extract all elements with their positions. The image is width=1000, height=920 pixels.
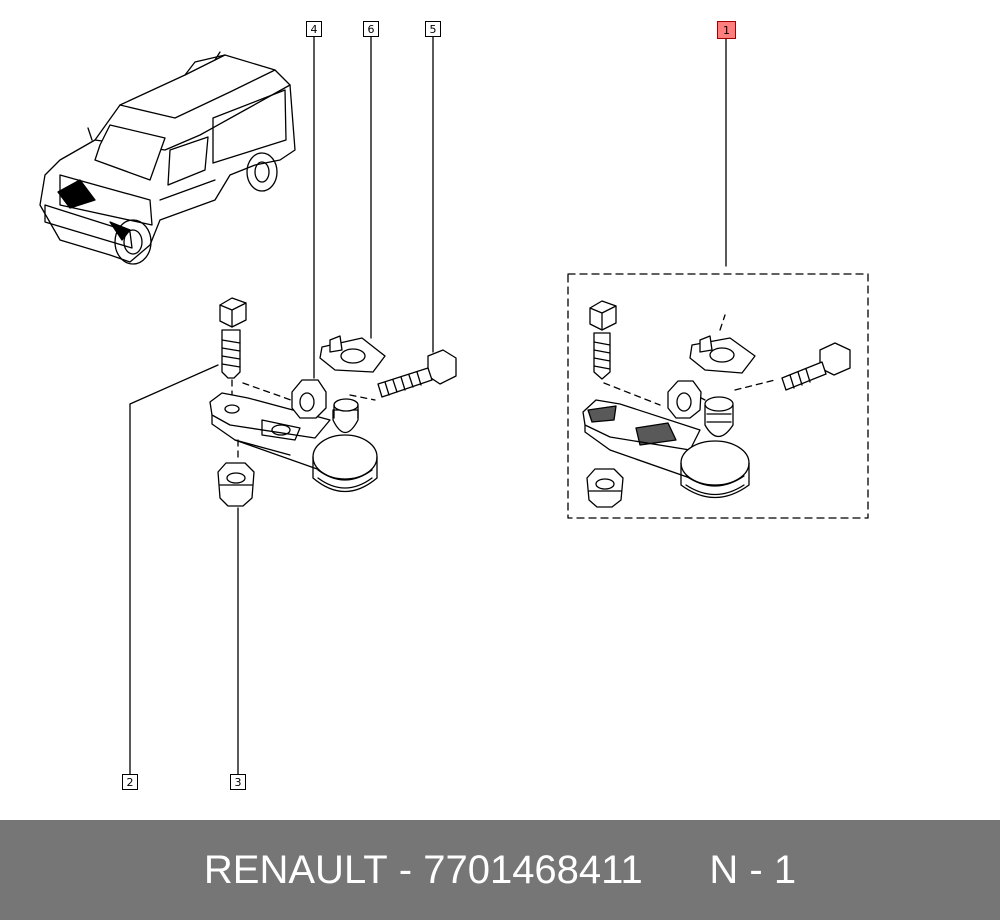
kit-box: [567, 273, 869, 519]
diagram-canvas: [39, 36, 869, 775]
callout-1-highlighted[interactable]: 1: [717, 21, 736, 39]
parts-diagram: 4 6 5 1 2 3: [39, 21, 869, 790]
part-number: 7701468411: [423, 847, 643, 892]
callout-4[interactable]: 4: [306, 21, 322, 37]
footer-gap: [643, 848, 710, 893]
part-footer: RENAULT - 7701468411 N - 1: [0, 820, 1000, 920]
page-indicator: N - 1: [709, 847, 797, 892]
leader-lines: [129, 36, 727, 775]
exploded-assembly: [209, 297, 457, 507]
callout-3[interactable]: 3: [230, 774, 246, 790]
callout-2[interactable]: 2: [122, 774, 138, 790]
kit-assembly: [582, 300, 851, 508]
callout-5[interactable]: 5: [425, 21, 441, 37]
footer-separator: -: [387, 847, 424, 892]
callout-6[interactable]: 6: [363, 21, 379, 37]
brand-label: RENAULT: [203, 847, 388, 892]
vehicle-illustration: [39, 51, 296, 265]
